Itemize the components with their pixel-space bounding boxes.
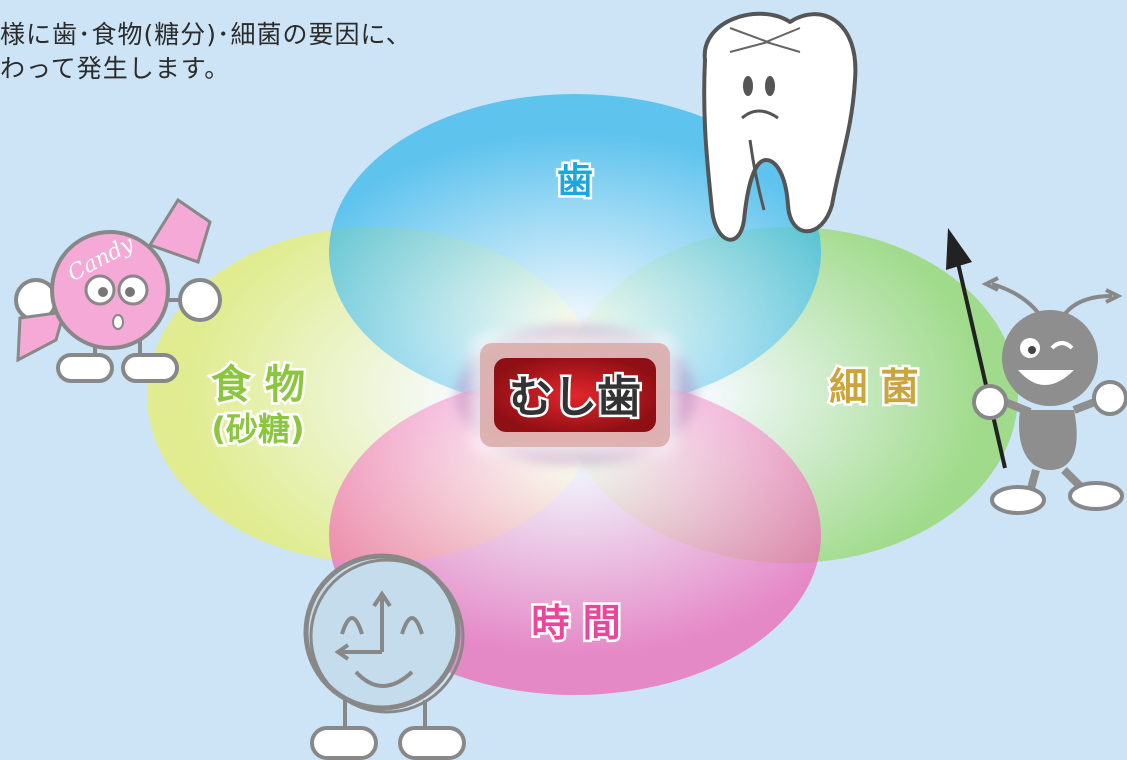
intro-line-1: 様に歯･食物(糖分)･細菌の要因に、 [0,20,412,49]
label-food-sub: (砂糖) [211,410,304,448]
label-bacteria: 細 菌 [829,365,918,409]
tooth-character-icon [702,11,858,242]
center-label: むし歯 [509,372,641,423]
label-tooth: 歯 [557,161,593,202]
intro-text: 様に歯･食物(糖分)･細菌の要因に、 わって発生します。 [0,18,412,86]
candy-character-icon: Candy [14,197,222,383]
bacteria-character-icon [946,228,1127,515]
center-box [494,358,656,432]
label-time: 時 間 [531,601,620,645]
circle-tooth [329,94,821,410]
label-food: 食 物 [211,362,305,408]
intro-line-2: わって発生します。 [0,54,231,83]
clock-character-icon [303,553,466,760]
